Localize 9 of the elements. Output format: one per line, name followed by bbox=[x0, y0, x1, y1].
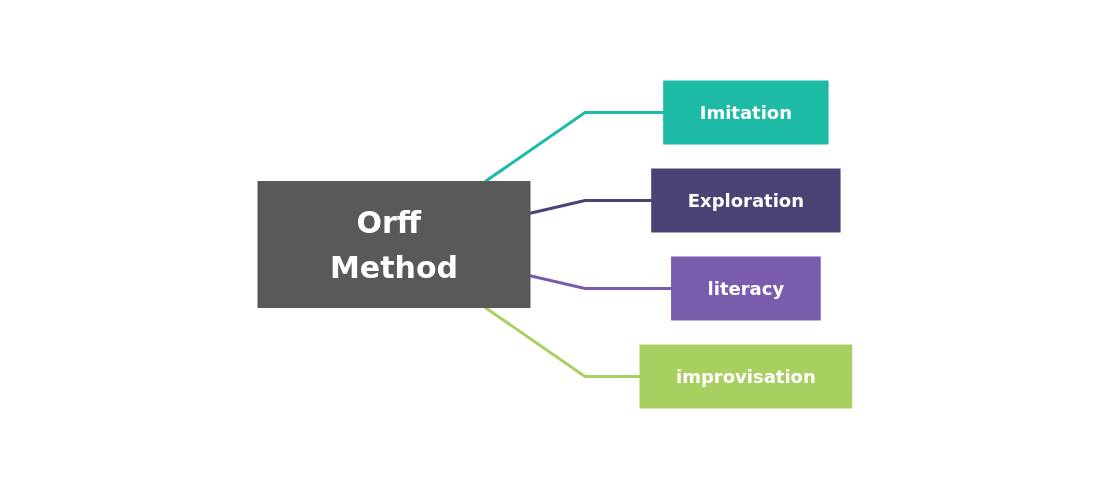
connector bbox=[483, 306, 640, 378]
node-box: Orff Method bbox=[257, 181, 531, 308]
connector bbox=[529, 274, 672, 290]
node-box: Exploration bbox=[650, 168, 841, 233]
node-box: literacy bbox=[670, 256, 821, 321]
connector bbox=[483, 111, 664, 183]
node-box: improvisation bbox=[639, 344, 852, 409]
node-box: Imitation bbox=[662, 80, 829, 145]
connector bbox=[529, 199, 652, 215]
